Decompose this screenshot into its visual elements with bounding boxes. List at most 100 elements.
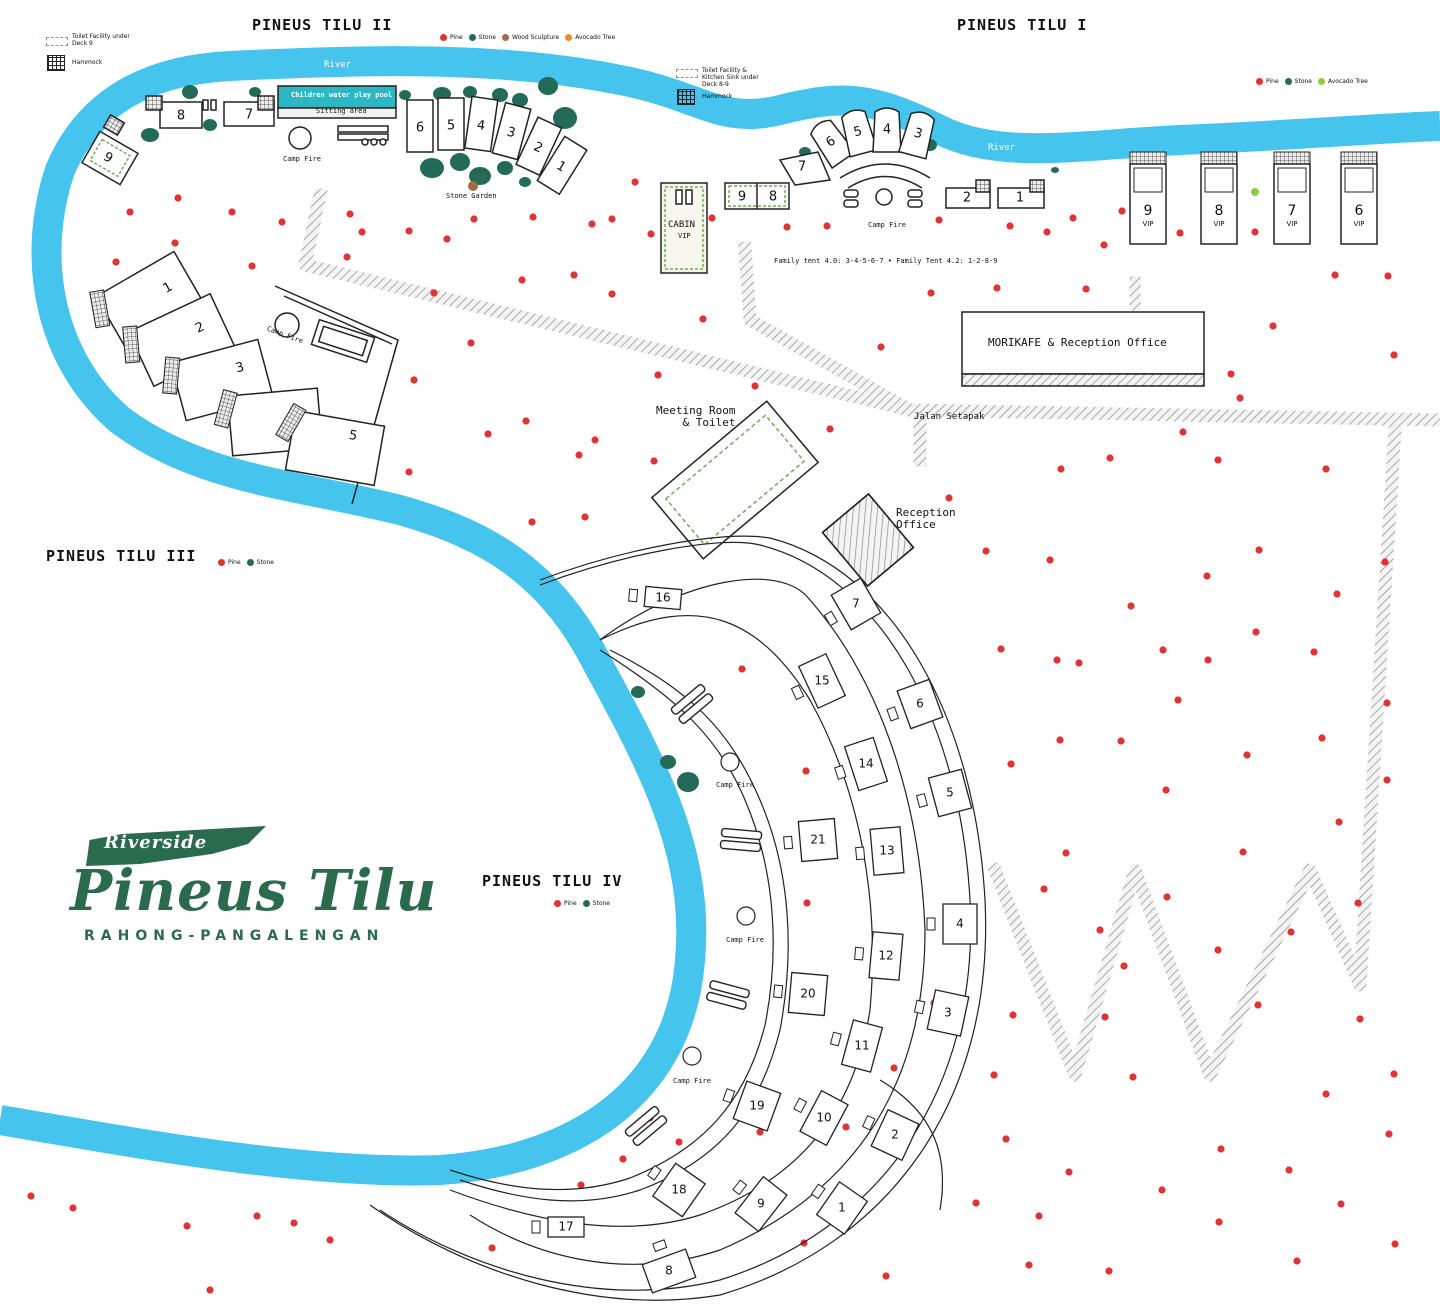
legend-pine: Pine	[228, 559, 241, 566]
unit-number: 4	[476, 118, 486, 134]
deck	[491, 101, 532, 161]
hammock	[89, 289, 111, 329]
legend-toilet-kitchen: Toilet Facility & Kitchen Sink under Dec…	[702, 67, 759, 88]
brand-riverside: Riverside	[104, 832, 208, 853]
table-icon	[790, 684, 805, 701]
stone-icon	[1284, 78, 1292, 85]
vip-tent-door	[1344, 167, 1374, 193]
unit-number: 13	[879, 844, 894, 858]
table-icon	[628, 588, 639, 603]
legend-tilu2: Pine Stone Wood Sculpture Avocado Tree	[440, 34, 615, 41]
tilu2-structures	[80, 85, 397, 186]
tent	[843, 736, 889, 792]
legend-tilu1: Pine Stone Avocado Tree	[1256, 78, 1368, 85]
table-icon	[886, 706, 900, 722]
bench	[706, 991, 747, 1010]
unit-number: 8	[1215, 203, 1224, 219]
wood-sculpture-icon	[501, 34, 509, 41]
morikafe-label: MORIKAFE & Reception Office	[988, 336, 1167, 349]
pine-icon	[218, 559, 225, 566]
legend-toilet-deck9: Toilet Facility under Deck 9	[72, 33, 130, 47]
tent	[547, 1216, 585, 1238]
legend-tilu4: Pine Stone	[554, 900, 610, 907]
unit-number: 11	[854, 1039, 869, 1053]
unit-number: 4	[883, 123, 891, 138]
tent	[896, 678, 944, 730]
legend-wood: Wood Sculpture	[511, 34, 560, 41]
table-icon	[861, 1114, 876, 1131]
bench	[632, 1115, 668, 1146]
deck	[463, 95, 499, 153]
wood-sculpture	[468, 181, 478, 191]
area-title-tilu1: PINEUS TILU I	[957, 16, 1088, 34]
tent	[942, 903, 978, 945]
legend-stone: Stone	[592, 900, 610, 907]
unit-number: 20	[800, 987, 815, 1001]
area-title-tilu2: PINEUS TILU II	[252, 16, 393, 34]
campfire-label: Camp Fire	[673, 1077, 711, 1085]
hammock	[213, 388, 238, 429]
unit-number: 7	[852, 597, 860, 611]
deck	[840, 109, 879, 158]
area-title-tilu3: PINEUS TILU III	[46, 547, 197, 565]
stone-icon	[582, 900, 590, 907]
vip-label: VIP	[1353, 220, 1364, 228]
table-icon	[647, 1164, 662, 1181]
meeting-room	[650, 400, 820, 560]
brand-name: Pineus Tilu	[70, 858, 438, 924]
table-icon	[732, 1179, 748, 1196]
tilu1-structures	[660, 151, 1205, 387]
children-pool-label: Children water play pool	[291, 91, 393, 99]
tent	[797, 817, 839, 863]
pine-icon	[1256, 78, 1263, 85]
unit-number: 5	[946, 786, 954, 800]
unit-number: 7	[798, 160, 806, 175]
legend-pine: Pine	[1266, 78, 1279, 85]
legend-avocado: Avocado Tree	[1327, 78, 1368, 85]
table-icon	[926, 917, 936, 931]
unit-number: 8	[177, 109, 185, 124]
bench	[709, 980, 750, 999]
family-tent-note: Family tent 4.0: 3-4-5-6-7 • Family Tent…	[774, 257, 998, 265]
deck	[897, 111, 936, 160]
river-label: River	[324, 60, 352, 70]
legend-stone: Stone	[478, 34, 496, 41]
bench	[670, 684, 706, 715]
tent	[797, 652, 847, 710]
tent	[787, 971, 829, 1017]
unit-number: 3	[944, 1006, 952, 1020]
bench	[678, 693, 714, 724]
table-icon	[915, 793, 929, 808]
vip-tent-door	[1204, 167, 1234, 193]
unit-number: 2	[963, 191, 971, 206]
hammock	[122, 325, 141, 364]
tent	[830, 577, 882, 631]
tent	[643, 585, 683, 611]
hammock-icon	[677, 89, 695, 105]
stones	[141, 77, 1059, 792]
tent	[284, 409, 386, 487]
table-icon	[834, 764, 847, 780]
stone-icon	[468, 34, 476, 41]
hammock-icon	[47, 55, 65, 71]
unit-number: 6	[916, 697, 924, 711]
unit-number: 6	[416, 121, 424, 136]
avocado-icon	[1317, 78, 1325, 85]
tent	[870, 1108, 920, 1162]
pine-trees	[27, 178, 1399, 1294]
reception-office-building	[821, 492, 915, 588]
tilu4-campfires	[682, 752, 756, 1066]
reception-office-label: Reception Office	[896, 506, 956, 531]
unit-number: 14	[858, 757, 873, 771]
avocado-tree	[1251, 188, 1259, 196]
unit-number: 9	[738, 190, 746, 205]
legend-pine: Pine	[450, 34, 463, 41]
tilu3-tents: 12345	[89, 250, 386, 487]
table-icon	[722, 1088, 736, 1104]
tent	[926, 989, 970, 1037]
vip-tent	[1200, 163, 1238, 245]
table-icon	[531, 1220, 541, 1234]
